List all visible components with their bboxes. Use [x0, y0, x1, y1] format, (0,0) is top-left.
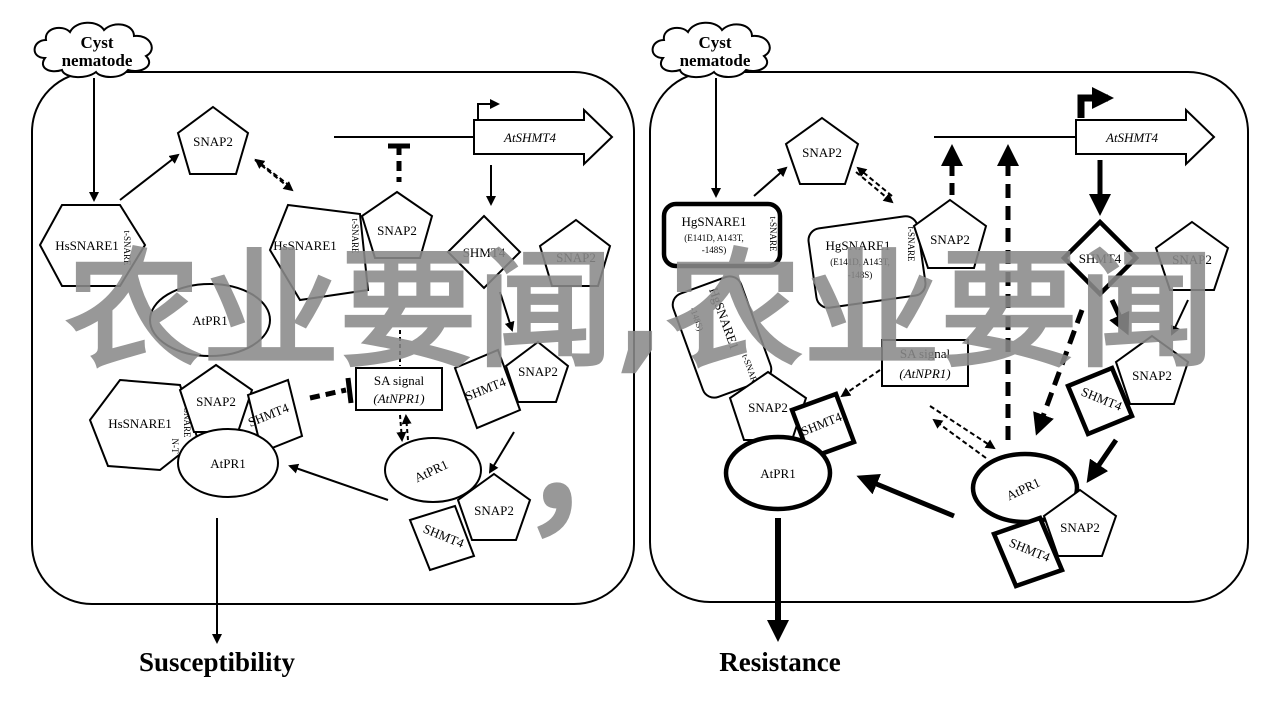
svg-text:SNAP2: SNAP2: [474, 503, 514, 518]
svg-text:t-SNARE: t-SNARE: [122, 230, 132, 266]
svg-text:t-SNARE: t-SNARE: [350, 218, 360, 254]
svg-text:(AtNPR1): (AtNPR1): [373, 391, 424, 406]
left-snap2-complex: [360, 190, 434, 259]
svg-text:(E141D, A143T,: (E141D, A143T,: [830, 257, 890, 267]
svg-text:AtPR1: AtPR1: [192, 313, 227, 328]
left-shmt4-bottom: [246, 378, 304, 454]
svg-text:HgSNARE1: HgSNARE1: [681, 214, 746, 229]
left-gene-arrow-shape: [473, 107, 614, 167]
right-shmt4-diamond: [1060, 218, 1140, 298]
right-snap2-lower: [1114, 334, 1190, 405]
svg-text:SNAP2: SNAP2: [518, 364, 558, 379]
svg-text:(E141D, A143T,: (E141D, A143T,: [684, 233, 744, 243]
left-cyst-label: Cyst: [80, 33, 113, 52]
svg-text:SHMT4: SHMT4: [1079, 251, 1122, 266]
svg-text:SNAP2: SNAP2: [1172, 252, 1212, 267]
svg-text:SNAP2: SNAP2: [930, 232, 970, 247]
svg-text:HgSNARE1: HgSNARE1: [825, 238, 890, 253]
svg-text:SNAP2: SNAP2: [1132, 368, 1172, 383]
left-sa-signal-box: [355, 367, 443, 411]
svg-text:SNAP2: SNAP2: [193, 134, 233, 149]
svg-text:HsSNARE1: HsSNARE1: [55, 238, 119, 253]
right-gene-label: AtSHMT4: [1105, 130, 1159, 145]
svg-text:HsSNARE1: HsSNARE1: [273, 238, 337, 253]
right-shmt4-right-bottom: [990, 515, 1066, 589]
right-hgsnare1-vertical: [671, 275, 773, 399]
left-atpr1-mid: [149, 283, 271, 357]
svg-text:HsSNARE1: HsSNARE1: [108, 416, 172, 431]
left-cyst-nematode-cloud: Cyst nematode: [33, 21, 153, 78]
right-hgsnare1-top: [661, 201, 783, 269]
left-shmt4-box: [453, 348, 522, 430]
right-gene-arrow-shape: [1075, 107, 1216, 167]
svg-text:-148S): -148S): [848, 270, 873, 280]
svg-text:SNAP2: SNAP2: [748, 400, 788, 415]
left-hssnare1-top: [38, 204, 147, 287]
left-nematode-label: nematode: [62, 51, 133, 70]
svg-text:SA signal: SA signal: [374, 373, 425, 388]
left-snap2-lower: [504, 340, 570, 403]
right-cyst-label: Cyst: [698, 33, 731, 52]
svg-text:N-T: N-T: [170, 439, 180, 454]
left-snap2-right: [538, 218, 612, 287]
right-snap2-right: [1154, 220, 1230, 291]
left-shmt4-right-bottom: [408, 504, 476, 572]
right-panel: Cyst nematode AtSHMT4 SHMT4 SNAP2 SNAP2 …: [649, 21, 1249, 677]
right-cyst-nematode-cloud: Cyst nematode: [651, 21, 771, 78]
left-panel: Cyst nematode AtSHMT4 SNAP2 HsSNARE1 t-S…: [31, 21, 635, 677]
right-nematode-label: nematode: [680, 51, 751, 70]
right-atpr1-bottom: [723, 434, 833, 512]
left-gene-label: AtSHMT4: [503, 130, 557, 145]
svg-text:SNAP2: SNAP2: [556, 250, 596, 265]
right-sa-signal-box: [881, 339, 969, 387]
svg-text:t-SNARE: t-SNARE: [182, 402, 192, 438]
left-hssnare1-complex: [268, 203, 370, 302]
svg-text:AtPR1: AtPR1: [760, 466, 795, 481]
svg-text:SNAP2: SNAP2: [196, 394, 236, 409]
left-snap2-right-bottom: [456, 472, 532, 541]
right-snap2-right-bottom: [1042, 488, 1118, 557]
svg-text:t-SNARE: t-SNARE: [906, 226, 916, 262]
left-outcome-label: Susceptibility: [139, 647, 296, 677]
svg-text:SHMT4: SHMT4: [463, 245, 506, 260]
left-snap2-top: [176, 105, 250, 175]
right-outcome-label: Resistance: [719, 647, 840, 677]
right-shmt4-box: [1065, 365, 1135, 437]
left-hssnare1-bottom: [88, 378, 200, 472]
svg-text:SNAP2: SNAP2: [377, 223, 417, 238]
svg-text:SNAP2: SNAP2: [1060, 520, 1100, 535]
left-atpr1-right: [384, 437, 482, 503]
left-shmt4-diamond: [446, 214, 522, 290]
right-snap2-top: [784, 116, 860, 185]
right-hgsnare1-complex: [807, 215, 927, 309]
left-atpr1-bottom: [177, 428, 279, 498]
svg-text:(AtNPR1): (AtNPR1): [899, 366, 950, 381]
svg-text:SNAP2: SNAP2: [802, 145, 842, 160]
svg-text:t-SNARE: t-SNARE: [768, 216, 778, 252]
svg-text:AtPR1: AtPR1: [210, 456, 245, 471]
right-snap2-complex: [912, 198, 988, 269]
svg-text:-148S): -148S): [702, 245, 727, 255]
svg-text:SA signal: SA signal: [900, 346, 951, 361]
